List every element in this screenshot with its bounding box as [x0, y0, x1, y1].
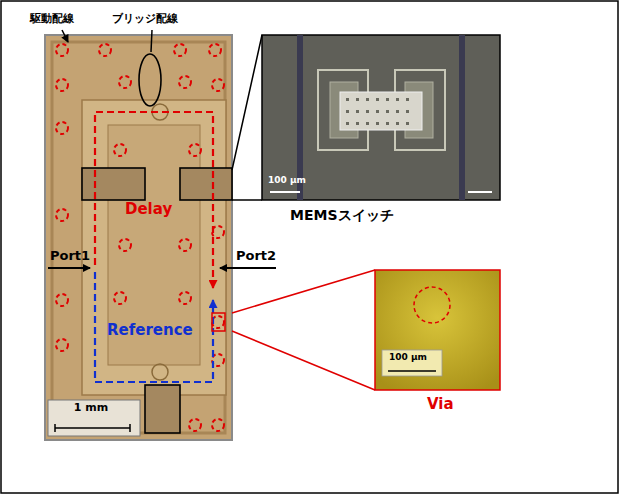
- scale-label: 100 µm: [389, 352, 427, 362]
- port-label: Port1: [50, 249, 90, 264]
- path-label: Delay: [125, 201, 172, 218]
- scale-label: 100 µm: [268, 175, 306, 185]
- scale-label: 1 mm: [74, 402, 108, 415]
- switch-inset: 100 µmMEMSスイッチ: [262, 35, 500, 200]
- path-label: Reference: [107, 322, 193, 339]
- part-label: ブリッジ配線: [112, 13, 178, 26]
- device-photo: DelayReference 1 mm: [45, 35, 232, 440]
- inset-caption: Via: [427, 396, 454, 413]
- leader-connector: [232, 270, 375, 390]
- leader-connector: [232, 35, 262, 200]
- part-label: 駆動配線: [30, 13, 74, 26]
- port-label: Port2: [236, 249, 276, 264]
- via-inset: 100 µmVia: [375, 270, 500, 390]
- inset-caption: MEMSスイッチ: [290, 207, 394, 223]
